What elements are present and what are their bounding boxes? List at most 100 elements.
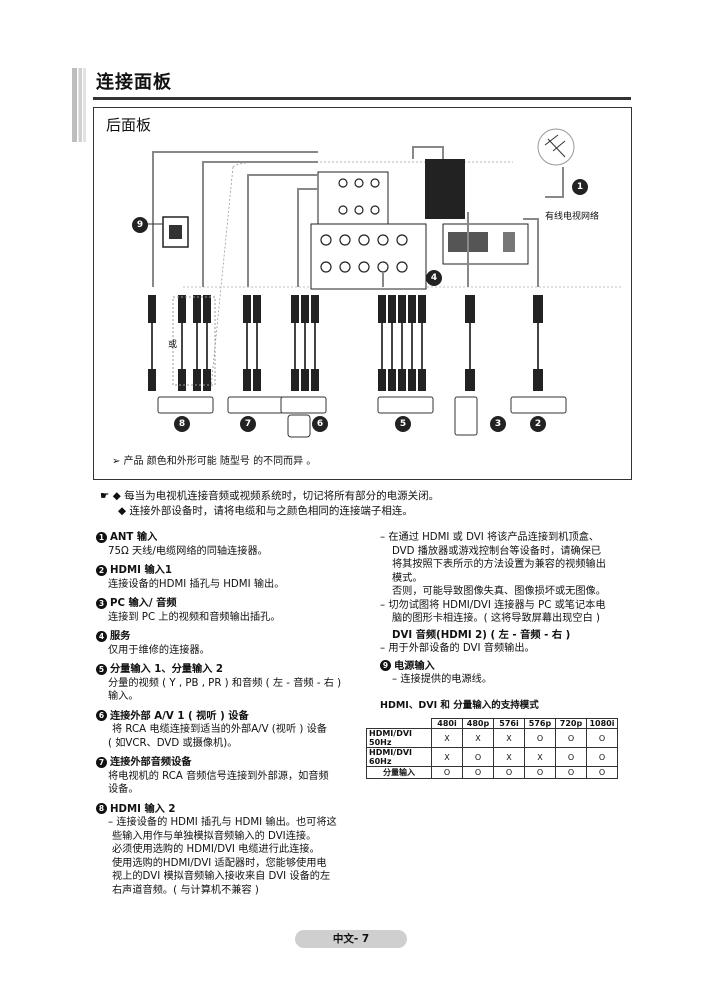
item-text: 视上的DVI 模拟音频输入接收来自 DVI 设备的左 <box>112 871 331 882</box>
rear-panel-diagram <box>93 107 632 480</box>
dvi-audio-heading: DVI 音频(HDMI 2) ( 左 - 音频 - 右 ) <box>392 629 571 641</box>
item-text: 使用选购的HDMI/DVI 适配器时，您能够使用电 <box>112 857 327 869</box>
hdmi-panel <box>425 159 465 219</box>
item-text: 连接到 PC 上的视频和音频输出插孔。 <box>108 611 281 623</box>
num-badge: 9 <box>380 660 391 671</box>
right-text: 将其按照下表所示的方法设置为兼容的视频输出 <box>392 559 606 570</box>
item-heading: 连接外部 A/V 1 ( 视听 ) 设备 <box>110 710 249 722</box>
item-text: 右声道音频。( 与计算机不兼容 ) <box>112 884 259 896</box>
or-label: 或 <box>168 340 178 350</box>
callout-4: 4 <box>426 270 442 286</box>
num-badge: 6 <box>96 710 107 721</box>
callout-5: 5 <box>395 416 411 432</box>
right-text: 脑的图形卡相连接。( 这将导致屏幕出现空白 ) <box>392 613 600 624</box>
dvi-audio-text: – 用于外部设备的 DVI 音频输出。 <box>380 643 535 654</box>
right-column: – 在通过 HDMI 或 DVI 将该产品连接到机顶盒、 DVD 播放器或游戏控… <box>380 531 635 712</box>
num-badge: 5 <box>96 663 107 675</box>
antenna-icon <box>537 128 575 166</box>
plug-row-bottom <box>148 369 543 391</box>
component-panel <box>310 223 427 290</box>
item-heading: 分量输入 1、分量输入 2 <box>110 664 223 675</box>
title-divider <box>93 97 631 100</box>
warning-2: ◆ 连接外部设备时，请将电缆和与之颜色相同的连接端子相连。 <box>118 505 413 517</box>
num-badge: 3 <box>96 597 107 609</box>
item-text: 75Ω 天线/电缆网络的同轴连接器。 <box>108 545 268 557</box>
item-text: ( 如VCR、DVD 或摄像机)。 <box>108 737 238 749</box>
item-heading: HDMI 输入 2 <box>110 803 176 815</box>
item-text: 输入。 <box>108 691 139 702</box>
plug-row-top <box>148 295 543 323</box>
item-heading: PC 输入/ 音频 <box>110 598 177 609</box>
power-text: – 连接提供的电源线。 <box>392 674 493 685</box>
connection-diagram <box>141 128 623 438</box>
num-badge: 1 <box>96 531 107 543</box>
right-text: 模式。 <box>392 572 423 584</box>
table-header: 720p <box>555 718 587 729</box>
num-badge: 2 <box>96 564 107 576</box>
panel-title: 后面板 <box>106 116 152 134</box>
table-header: 1080i <box>586 718 618 729</box>
right-text: DVD 播放器或游戏控制台等设备时，请确保已 <box>392 545 602 557</box>
table-header: 576p <box>524 718 556 729</box>
item-heading: 连接外部音频设备 <box>110 757 192 768</box>
num-badge: 7 <box>96 756 107 768</box>
callout-8: 8 <box>174 416 190 432</box>
right-text: 否则，可能导致图像失真、图像损坏或无图像。 <box>392 586 606 597</box>
tv-outline-left <box>210 166 234 388</box>
section-side-bar <box>72 68 86 142</box>
item-heading: ANT 输入 <box>110 532 158 543</box>
power-heading: 电源输入 <box>394 660 435 672</box>
table-header: 480i <box>431 718 463 729</box>
item-text: 设备。 <box>108 784 139 795</box>
power-socket-inner <box>169 225 182 239</box>
devices <box>157 396 567 438</box>
item-text: 必须使用选购的 HDMI/DVI 电缆进行此连接。 <box>112 844 320 855</box>
ant-port <box>503 232 515 252</box>
product-note: ➢ 产品 颜色和外形可能 随型号 的不同而异 。 <box>112 456 317 467</box>
item-text: 将电视机的 RCA 音频信号连接到外部源，如音频 <box>108 770 329 782</box>
item-text: – 连接设备的 HDMI 插孔与 HDMI 输出。也可将这 <box>108 817 337 828</box>
table-header-row: 480i 480p 576i 576p 720p 1080i <box>367 718 618 729</box>
component-jacks <box>320 178 408 273</box>
cable-network-label: 有线电视网络 <box>545 212 600 222</box>
table-title: HDMI、DVI 和 分量输入的支持模式 <box>380 699 539 711</box>
table-header: 480p <box>462 718 494 729</box>
num-badge: 4 <box>96 630 107 642</box>
page-number: 中文- 7 <box>295 930 407 948</box>
table-header: 576i <box>493 718 525 729</box>
item-heading: HDMI 输入1 <box>110 565 172 576</box>
num-badge: 8 <box>96 803 107 814</box>
support-table: 480i 480p 576i 576p 720p 1080i HDMI/DVI … <box>366 718 618 779</box>
cable-drops <box>151 323 539 372</box>
callout-2: 2 <box>530 416 546 432</box>
warning-1: ☛ ◆ 每当为电视机连接音频或视频系统时，切记将所有部分的电源关闭。 <box>100 490 440 502</box>
item-text: 将 RCA 电缆连接到适当的外部A/V (视听 ) 设备 <box>112 724 327 735</box>
item-text: 些输入用作与单独模拟音频输入的 DVI连接。 <box>112 830 317 842</box>
item-text: 分量的视频 ( Y , PB , PR ) 和音频 ( 左 - 音频 - 右 ) <box>108 677 342 689</box>
right-text: – 切勿试图将 HDMI/DVI 连接器与 PC 或笔记本电 <box>380 599 606 611</box>
item-text: 连接设备的HDMI 插孔与 HDMI 输出。 <box>108 578 285 590</box>
callout-7: 7 <box>240 416 256 432</box>
callout-9: 9 <box>132 217 148 233</box>
callout-1: 1 <box>572 179 588 195</box>
item-text: 仅用于维修的连接器。 <box>108 644 210 656</box>
or-group-box <box>172 296 216 386</box>
page-title: 连接面板 <box>96 72 172 93</box>
cable-runs <box>152 146 564 287</box>
callout-6: 6 <box>312 416 328 432</box>
item-heading: 服务 <box>110 631 131 642</box>
right-text: – 在通过 HDMI 或 DVI 将该产品连接到机顶盒、 <box>380 532 600 543</box>
callout-3: 3 <box>490 416 506 432</box>
